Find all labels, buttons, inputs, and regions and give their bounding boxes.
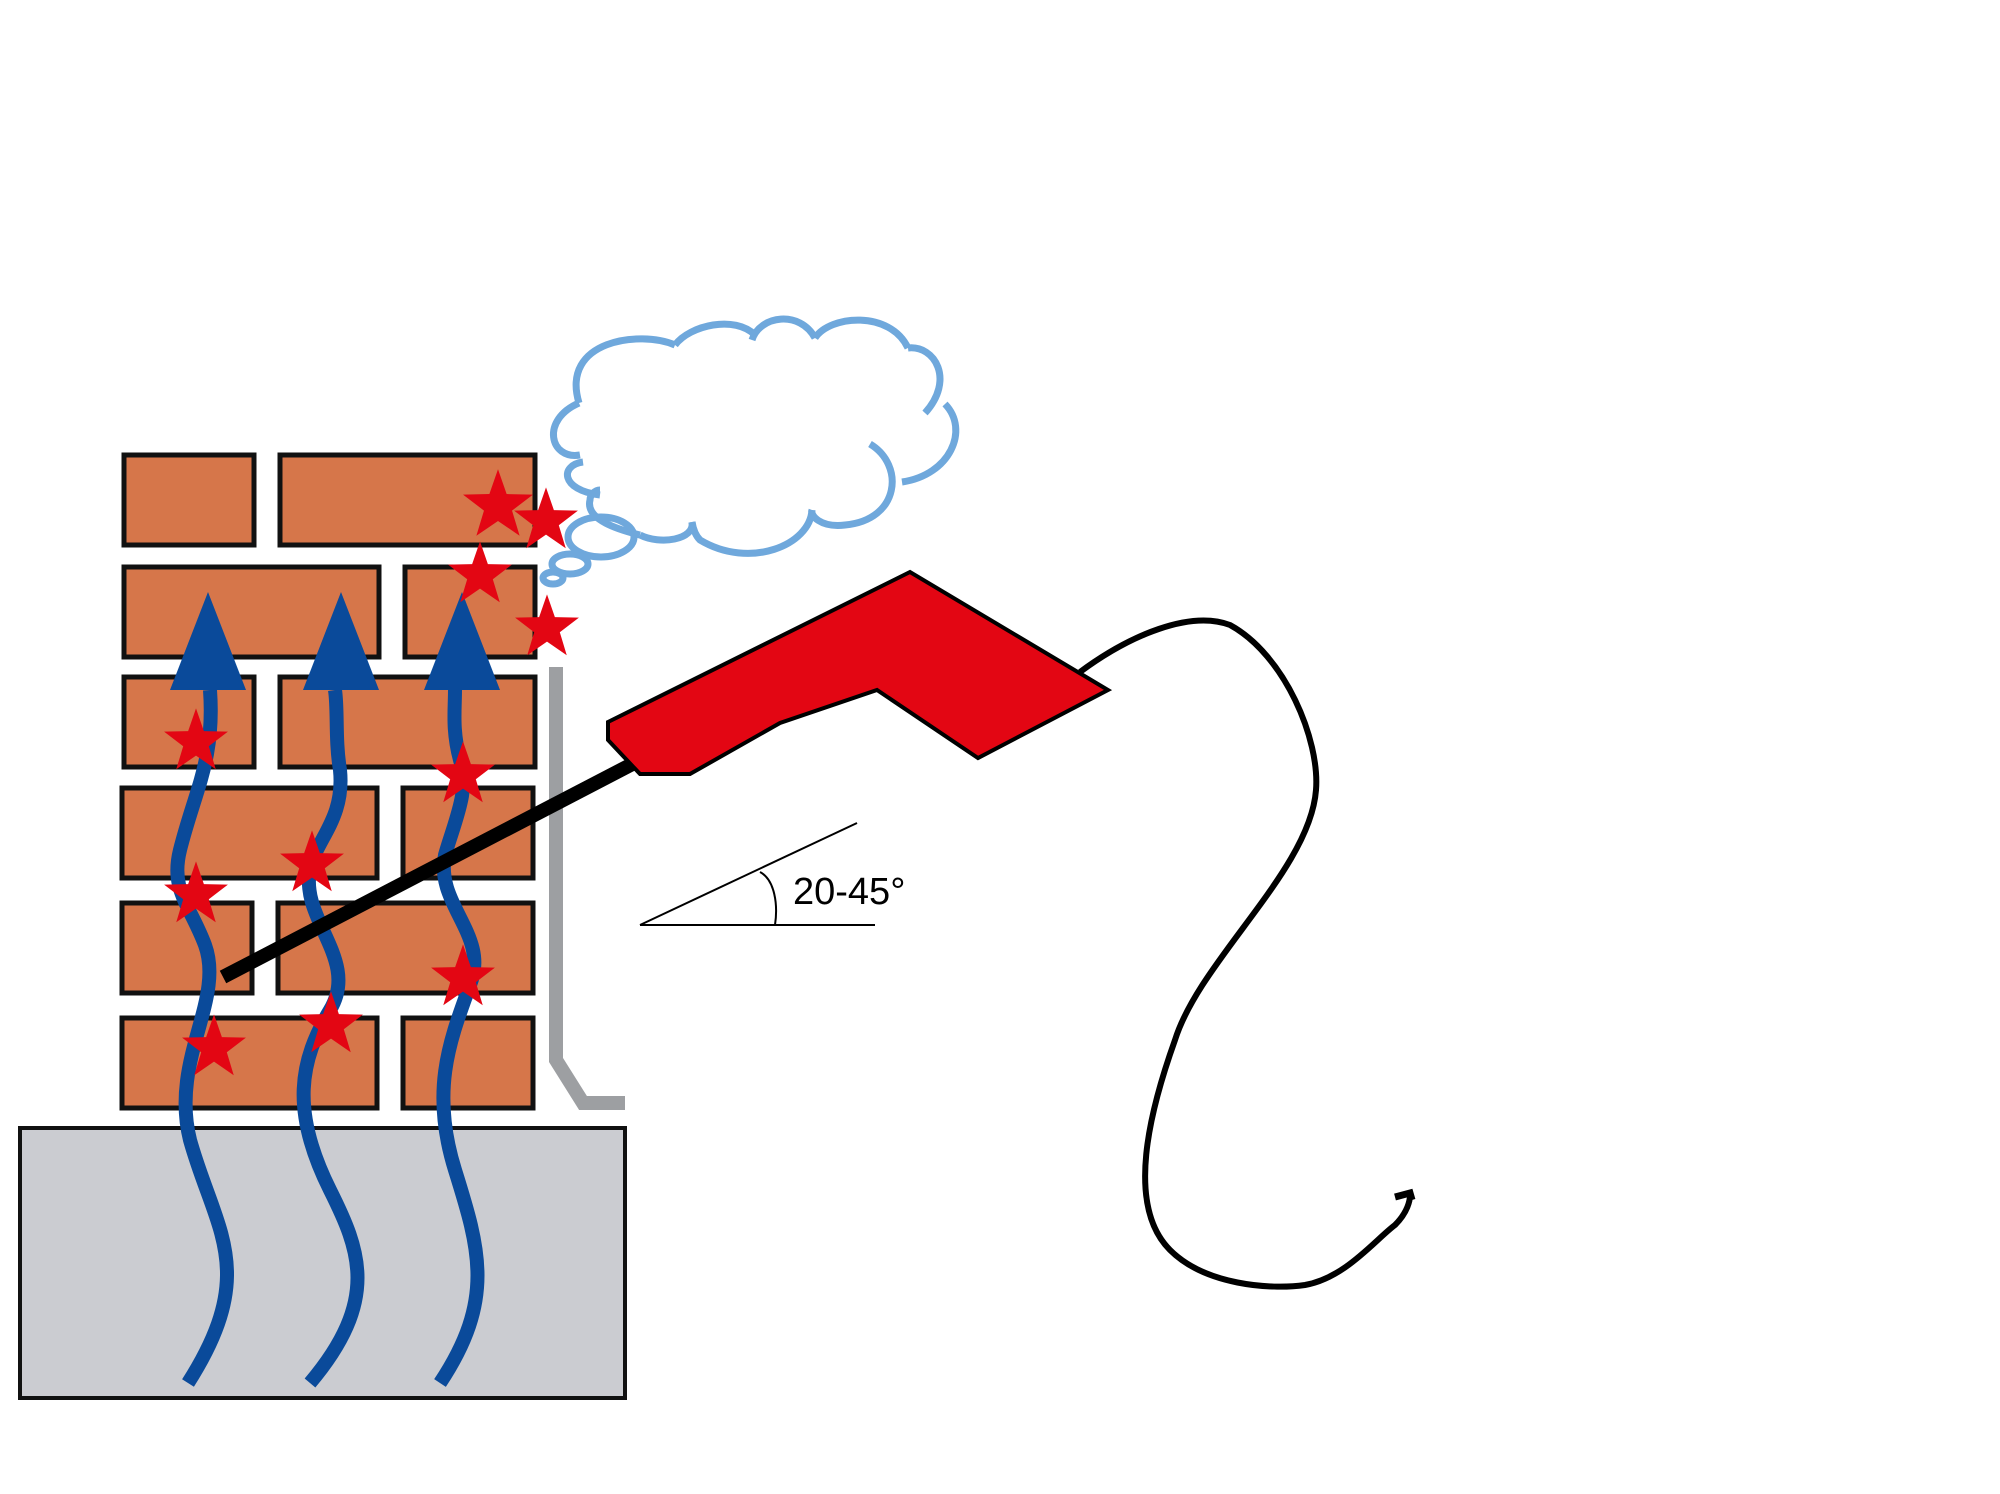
- brick: [121, 452, 257, 548]
- supply-hose: [1078, 617, 1413, 1290]
- angle-label: 20-45°: [793, 871, 905, 913]
- drip-edge: [549, 667, 625, 1110]
- vapor-bubble: [564, 513, 638, 561]
- angle-indicator: [639, 822, 875, 926]
- contaminants: [164, 469, 579, 1076]
- cloud-icon: [539, 315, 960, 588]
- star-icon: [448, 541, 512, 603]
- arrow-up-icon: [303, 592, 379, 690]
- hose-connector: [1394, 1188, 1416, 1201]
- star-icon: [515, 594, 579, 656]
- arrow-up-icon: [170, 592, 246, 690]
- star-icon: [164, 861, 228, 923]
- flow-arrows: [170, 592, 500, 690]
- star-icon: [514, 487, 578, 549]
- arrow-up-icon: [424, 592, 500, 690]
- star-icon: [182, 1014, 246, 1076]
- brick: [277, 674, 538, 770]
- angle-ray: [639, 822, 858, 926]
- injection-needle: [219, 753, 644, 984]
- star-icon: [280, 830, 344, 892]
- star-icon: [431, 944, 495, 1006]
- star-icon: [463, 469, 533, 536]
- vapor-bubble: [539, 568, 567, 588]
- moisture-flow-line: [296, 688, 365, 1388]
- star-icon: [299, 991, 363, 1053]
- star-icon: [164, 708, 228, 770]
- moisture-flow-line: [170, 689, 234, 1387]
- angle-arc: [759, 871, 778, 926]
- star-icon: [431, 741, 495, 803]
- vapor-bubble: [548, 550, 592, 578]
- brick: [400, 1015, 536, 1111]
- injection-gun: [606, 569, 1113, 776]
